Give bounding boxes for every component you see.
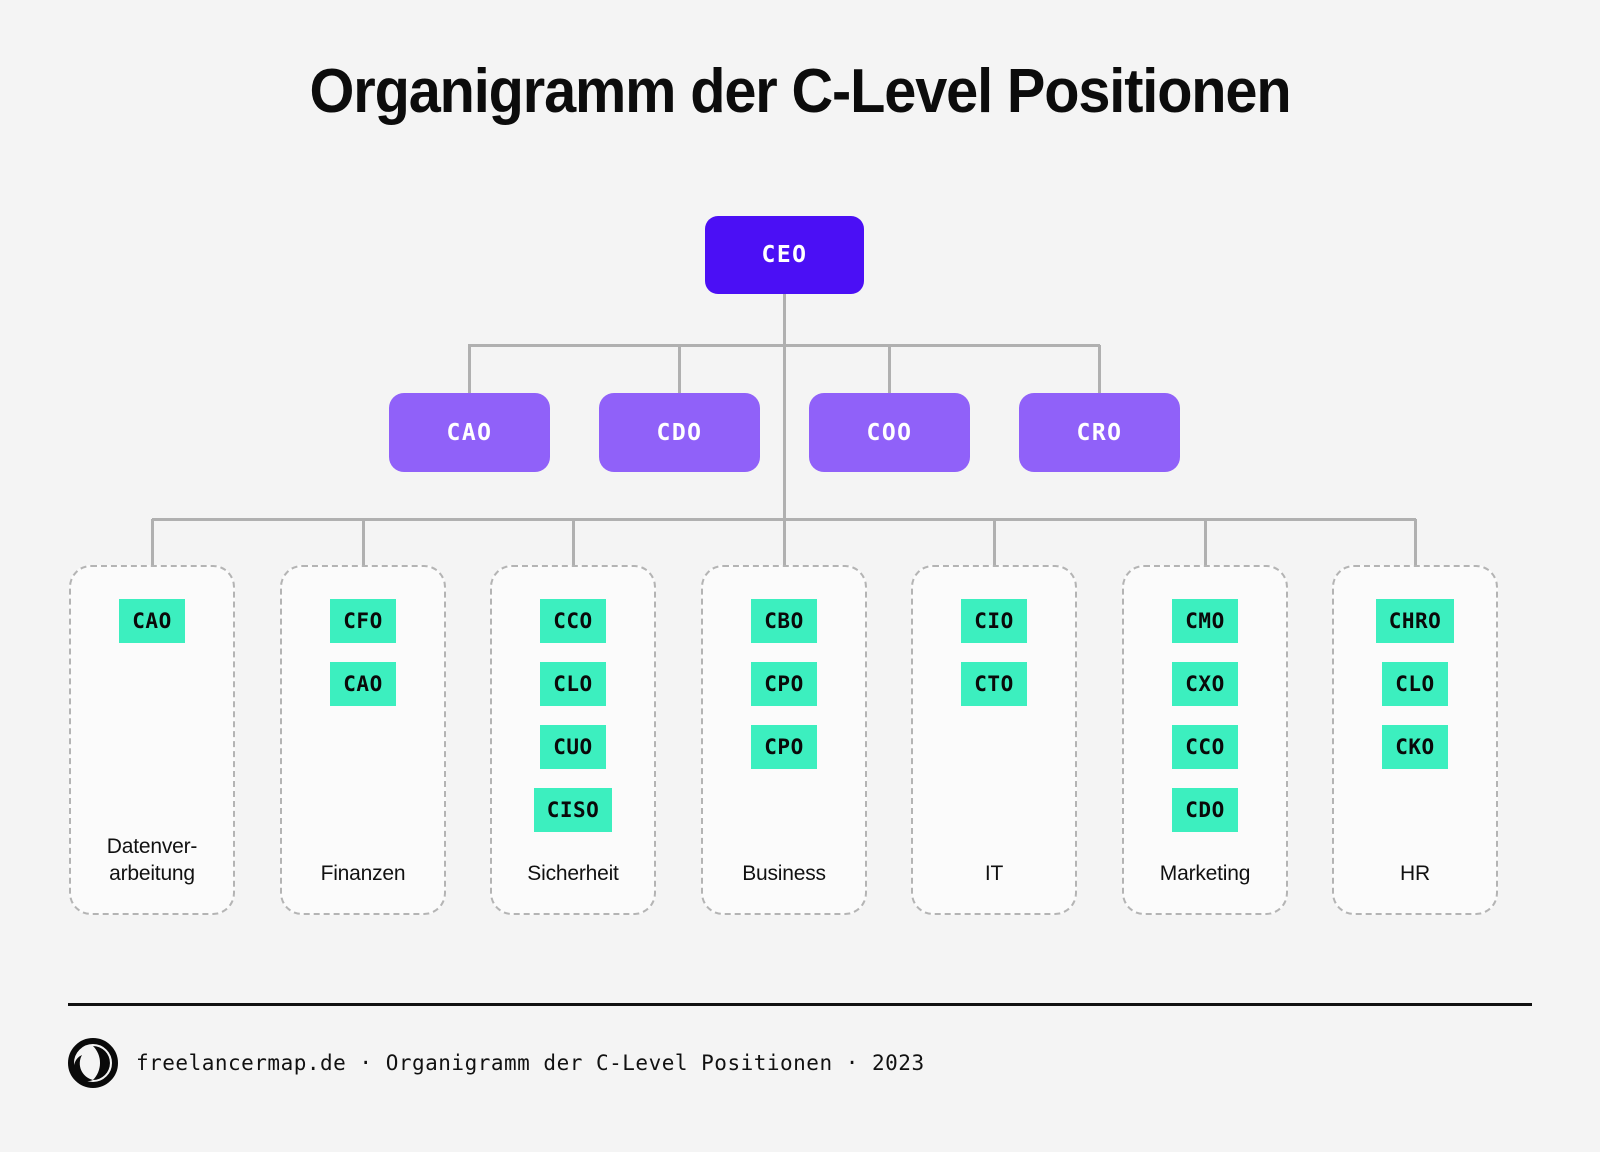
- department-card-sicherheit[interactable]: CCO CLO CUO CISO Sicherheit: [490, 565, 656, 915]
- role-chip[interactable]: CPO: [751, 662, 817, 706]
- footer-divider: [68, 1003, 1532, 1006]
- role-chip[interactable]: CIO: [961, 599, 1027, 643]
- role-chip-list: CBO CPO CPO: [751, 599, 817, 860]
- node-executive-cdo[interactable]: CDO: [599, 393, 760, 472]
- department-label: Sicherheit: [527, 862, 619, 885]
- role-chip[interactable]: CFO: [330, 599, 396, 643]
- role-chip-list: CHRO CLO CKO: [1375, 599, 1455, 860]
- department-label: Business: [742, 862, 826, 885]
- role-chip[interactable]: CHRO: [1375, 599, 1455, 643]
- role-chip[interactable]: CCO: [1172, 725, 1238, 769]
- role-chip[interactable]: CUO: [540, 725, 606, 769]
- role-chip[interactable]: CXO: [1172, 662, 1238, 706]
- role-chip-list: CMO CXO CCO CDO: [1172, 599, 1238, 860]
- department-card-datenverarbeitung[interactable]: CAO Datenver- arbeitung: [69, 565, 235, 915]
- department-label: IT: [984, 862, 1004, 885]
- role-chip[interactable]: CLO: [1382, 662, 1448, 706]
- role-chip[interactable]: CAO: [330, 662, 396, 706]
- department-card-finanzen[interactable]: CFO CAO Finanzen: [280, 565, 446, 915]
- node-executive-coo[interactable]: COO: [809, 393, 970, 472]
- role-chip[interactable]: CMO: [1172, 599, 1238, 643]
- role-chip-list: CIO CTO: [961, 599, 1027, 860]
- department-card-hr[interactable]: CHRO CLO CKO HR: [1332, 565, 1498, 915]
- freelancermap-logo-icon: [68, 1038, 118, 1088]
- footer-text: freelancermap.de · Organigramm der C-Lev…: [136, 1051, 925, 1075]
- role-chip[interactable]: CCO: [540, 599, 606, 643]
- department-card-marketing[interactable]: CMO CXO CCO CDO Marketing: [1122, 565, 1288, 915]
- department-label: Marketing: [1159, 862, 1251, 885]
- role-chip[interactable]: CLO: [540, 662, 606, 706]
- role-chip-list: CAO: [119, 599, 185, 833]
- node-executive-cro[interactable]: CRO: [1019, 393, 1180, 472]
- role-chip[interactable]: CKO: [1382, 725, 1448, 769]
- executive-row: CAO CDO COO CRO: [0, 393, 1600, 472]
- role-chip-list: CCO CLO CUO CISO: [533, 599, 613, 860]
- department-label: Finanzen: [320, 862, 406, 885]
- role-chip-list: CFO CAO: [330, 599, 396, 860]
- node-ceo[interactable]: CEO: [705, 216, 864, 294]
- role-chip[interactable]: CDO: [1172, 788, 1238, 832]
- department-card-business[interactable]: CBO CPO CPO Business: [701, 565, 867, 915]
- node-executive-cao[interactable]: CAO: [389, 393, 550, 472]
- department-label: Datenver- arbeitung: [106, 835, 198, 885]
- department-label: HR: [1400, 862, 1430, 885]
- role-chip[interactable]: CPO: [751, 725, 817, 769]
- role-chip[interactable]: CAO: [119, 599, 185, 643]
- department-row: CAO Datenver- arbeitung CFO CAO Finanzen…: [0, 565, 1600, 915]
- role-chip[interactable]: CTO: [961, 662, 1027, 706]
- department-card-it[interactable]: CIO CTO IT: [911, 565, 1077, 915]
- role-chip[interactable]: CISO: [533, 788, 613, 832]
- role-chip[interactable]: CBO: [751, 599, 817, 643]
- footer: freelancermap.de · Organigramm der C-Lev…: [68, 1038, 925, 1088]
- page-title: Organigramm der C-Level Positionen: [309, 57, 1292, 126]
